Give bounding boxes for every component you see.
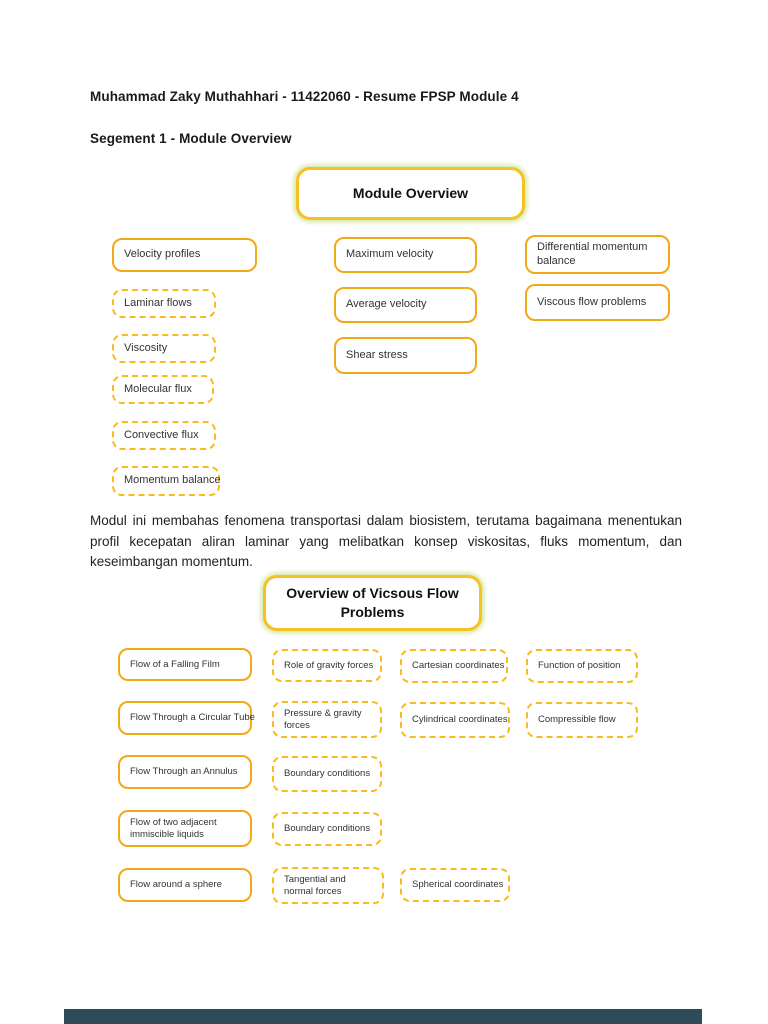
node-spherical-coordinates: Spherical coordinates — [400, 868, 510, 902]
node-flow-circular-tube: Flow Through a Circular Tube — [118, 701, 255, 735]
node-tangential-normal-forces: Tangential and normal forces — [272, 867, 384, 904]
node-molecular-flux: Molecular flux — [112, 375, 214, 404]
node-convective-flux: Convective flux — [112, 421, 216, 450]
intro-paragraph: Modul ini membahas fenomena transportasi… — [90, 513, 682, 569]
node-flow-around-sphere: Flow around a sphere — [118, 868, 252, 902]
node-flow-annulus: Flow Through an Annulus — [118, 755, 252, 789]
node-flow-falling-film: Flow of a Falling Film — [118, 648, 252, 681]
node-momentum-balance: Momentum balance — [112, 466, 221, 496]
node-function-of-position: Function of position — [526, 649, 638, 683]
node-shear-stress: Shear stress — [334, 337, 477, 374]
page-title: Muhammad Zaky Muthahhari - 11422060 - Re… — [90, 89, 519, 104]
node-flow-two-adjacent-liquids: Flow of two adjacent immiscible liquids — [118, 810, 252, 847]
node-compressible-flow: Compressible flow — [526, 702, 638, 738]
node-pressure-gravity-forces: Pressure & gravity forces — [272, 701, 382, 738]
node-cartesian-coordinates: Cartesian coordinates — [400, 649, 508, 683]
node-role-gravity-forces: Role of gravity forces — [272, 649, 382, 682]
node-differential-momentum-balance: Differential momentum balance — [525, 235, 670, 274]
node-maximum-velocity: Maximum velocity — [334, 237, 477, 273]
module-overview-root-node: Module Overview — [296, 167, 525, 220]
node-average-velocity: Average velocity — [334, 287, 477, 323]
node-viscous-flow-problems: Viscous flow problems — [525, 284, 670, 321]
viscous-flow-root-node: Overview of Vicsous Flow Problems — [263, 575, 482, 631]
node-cylindrical-coordinates: Cylindrical coordinates — [400, 702, 510, 738]
node-laminar-flows: Laminar flows — [112, 289, 216, 318]
node-boundary-conditions-2: Boundary conditions — [272, 812, 382, 846]
node-viscosity: Viscosity — [112, 334, 216, 363]
node-boundary-conditions-1: Boundary conditions — [272, 756, 382, 792]
section-heading: Segement 1 - Module Overview — [90, 131, 292, 146]
page-footer-bar — [64, 1009, 702, 1024]
node-velocity-profiles: Velocity profiles — [112, 238, 257, 272]
